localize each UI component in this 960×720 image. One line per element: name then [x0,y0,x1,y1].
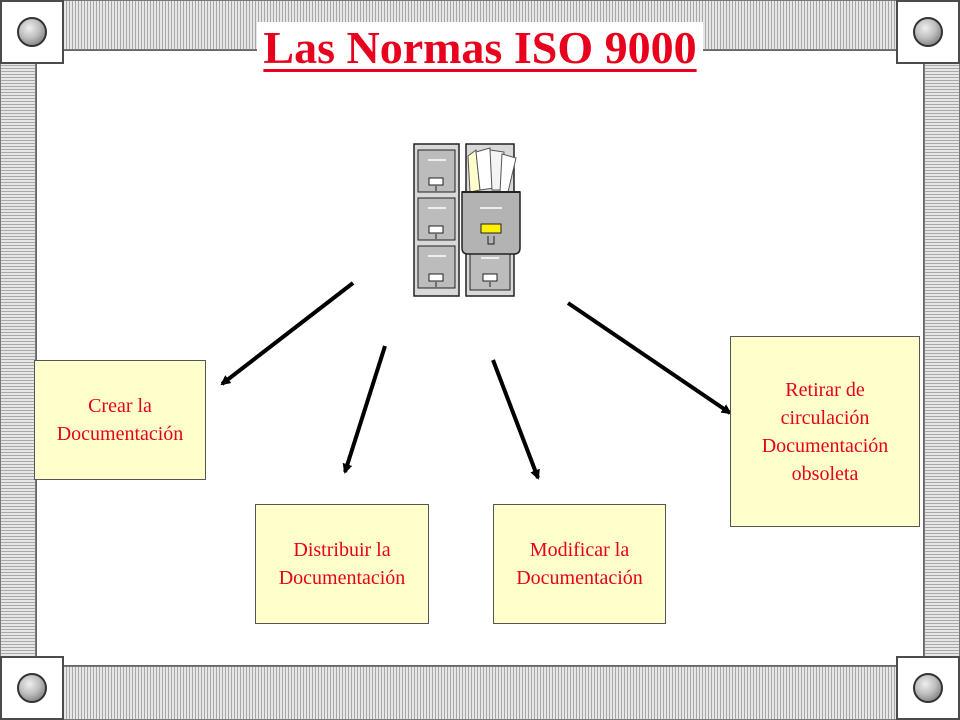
filing-cabinet-icon [413,143,521,297]
frame-bottom-bar [0,666,960,720]
page-title-text: Las Normas ISO 9000 [257,22,703,73]
page-title: Las Normas ISO 9000 [0,20,960,76]
arrow-to-retirar [566,301,732,415]
corner-top-right [896,0,960,64]
arrow-to-distribuir [342,345,387,474]
arrow-to-crear [220,281,355,386]
round-knob-icon [913,17,943,47]
arrow-to-modificar [491,359,540,480]
round-knob-icon [17,17,47,47]
corner-top-left [0,0,64,64]
corner-bottom-right [896,656,960,720]
box-distribuir-documentacion: Distribuir la Documentación [255,504,429,624]
corner-bottom-left [0,656,64,720]
round-knob-icon [17,673,47,703]
round-knob-icon [913,673,943,703]
box-crear-documentacion: Crear la Documentación [34,360,206,480]
box-modificar-documentacion: Modificar la Documentación [493,504,666,624]
box-retirar-documentacion: Retirar de circulación Documentación obs… [730,336,920,527]
